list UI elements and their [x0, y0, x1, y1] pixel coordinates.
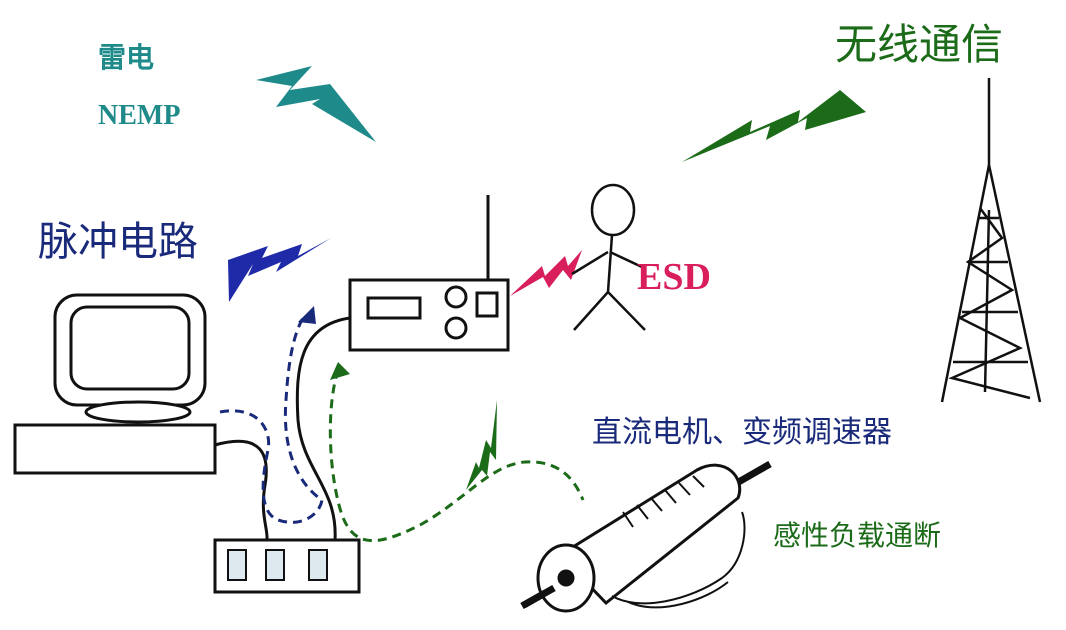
- computer-power-cable: [214, 439, 269, 541]
- person-arm-left: [571, 250, 609, 276]
- power-socket-2: [265, 549, 285, 581]
- radio-tower: [940, 78, 1042, 403]
- dc-motor: [520, 460, 772, 613]
- person-body: [606, 234, 614, 293]
- wireless-communication-label: 无线通信: [835, 20, 1004, 69]
- nemp-label: NEMP: [98, 100, 181, 131]
- pulse-coupling-path: [219, 315, 324, 524]
- dc-motor-inverter-label: 直流电机、变频调速器: [592, 415, 892, 450]
- person-arm-right: [609, 250, 643, 269]
- inductive-load-switching-label: 感性负载通断: [773, 519, 942, 552]
- person-leg-right: [607, 291, 646, 331]
- pulse-circuit-label: 脉冲电路: [38, 219, 198, 265]
- motor-coupling-path: [328, 369, 585, 543]
- power-strip-body: [213, 538, 361, 594]
- motor-coupling-arrowhead: [330, 362, 350, 380]
- motor-lead-wire-2: [627, 581, 729, 609]
- computer: [13, 293, 217, 475]
- person-head: [590, 183, 636, 237]
- motor-stripes: [622, 475, 705, 528]
- monitor-base: [84, 400, 192, 424]
- cables: [214, 316, 351, 541]
- motor-lightning-bolt: [466, 400, 497, 490]
- lightning-label: 雷电: [98, 41, 155, 74]
- control-unit-display: [366, 296, 422, 320]
- tower-leg-right: [987, 164, 1042, 403]
- tower-bracing: [948, 207, 1031, 400]
- pulse-circuit-lightning-bolt: [228, 238, 331, 302]
- person-figure: [571, 183, 646, 331]
- power-strip: [213, 538, 361, 594]
- power-socket-1: [227, 549, 247, 581]
- esd-lightning-bolt: [510, 250, 582, 296]
- computer-case: [13, 423, 217, 475]
- nemp-lightning-bolt: [256, 66, 376, 142]
- control-knob-upper: [444, 285, 468, 309]
- monitor-screen: [69, 305, 191, 391]
- control-knob-lower: [444, 316, 468, 340]
- pulse-coupling-arrowhead: [298, 306, 316, 324]
- control-unit: [348, 195, 510, 352]
- person-leg-left: [573, 291, 609, 331]
- wireless-lightning-bolt: [682, 90, 866, 162]
- control-unit-power-cable: [295, 316, 351, 541]
- power-socket-3: [308, 549, 328, 581]
- esd-label: ESD: [637, 256, 711, 298]
- tower-leg-center: [983, 209, 991, 393]
- motor-end-hub: [557, 569, 575, 587]
- motor-lead-wire: [611, 511, 746, 605]
- control-unit-button: [475, 291, 499, 318]
- tower-leg-left: [940, 164, 991, 403]
- motor-body: [557, 463, 742, 606]
